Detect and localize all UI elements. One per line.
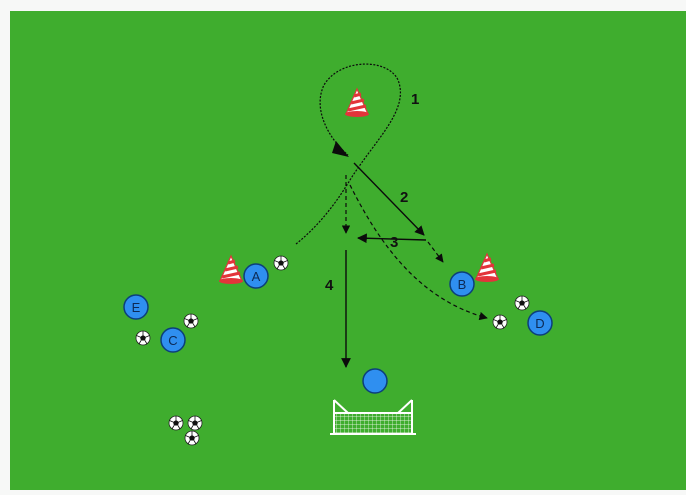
step-3-label: 3 xyxy=(390,234,398,251)
player-c: C xyxy=(161,328,185,352)
soccer-ball-icon xyxy=(188,416,202,430)
soccer-ball-icon xyxy=(136,331,150,345)
svg-text:A: A xyxy=(252,269,261,284)
player-b: B xyxy=(450,272,474,296)
soccer-ball-icon xyxy=(185,431,199,445)
svg-text:C: C xyxy=(168,333,177,348)
player-e: E xyxy=(124,295,148,319)
svg-text:B: B xyxy=(458,277,467,292)
soccer-ball-icon xyxy=(493,315,507,329)
player-d: D xyxy=(528,311,552,335)
soccer-ball-icon xyxy=(184,314,198,328)
svg-text:E: E xyxy=(132,300,141,315)
step-4-label: 4 xyxy=(325,277,334,294)
svg-text:D: D xyxy=(535,316,544,331)
soccer-ball-icon xyxy=(515,296,529,310)
soccer-ball-icon xyxy=(169,416,183,430)
player-a: A xyxy=(244,264,268,288)
step-2-label: 2 xyxy=(400,189,408,206)
step-1-label: 1 xyxy=(411,91,419,108)
soccer-ball-icon xyxy=(274,256,288,270)
goalkeeper-icon xyxy=(363,369,387,393)
